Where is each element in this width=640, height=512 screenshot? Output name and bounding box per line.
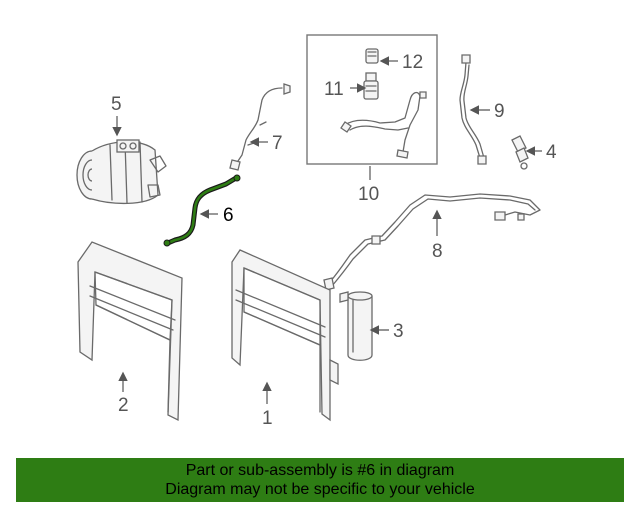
parts-diagram: 1 2 3 4 5 6 7 8 9 10 11 12 [76, 34, 557, 429]
condenser-1-part[interactable] [231, 249, 339, 422]
banner-line-2: Diagram may not be specific to your vehi… [165, 481, 475, 498]
callout-6: 6 [223, 205, 234, 226]
callout-7: 7 [272, 133, 283, 154]
ac-line-8-part[interactable] [323, 193, 541, 291]
valve-11-part[interactable] [363, 72, 379, 100]
condenser-frame-2-part[interactable] [77, 241, 183, 422]
info-banner: Part or sub-assembly is #6 in diagram Di… [16, 458, 624, 502]
callout-2: 2 [118, 395, 129, 416]
hose-assembly-10-part[interactable] [340, 91, 427, 159]
hose-7-part[interactable] [229, 83, 291, 171]
callout-12: 12 [402, 52, 423, 73]
pressure-switch-4-part[interactable] [511, 135, 529, 170]
hose-6-highlighted-part[interactable] [163, 174, 241, 247]
ac-compressor-part[interactable] [76, 139, 167, 205]
callout-5: 5 [111, 94, 122, 115]
callout-3: 3 [393, 321, 404, 342]
callout-8: 8 [432, 241, 443, 262]
banner-line-1: Part or sub-assembly is #6 in diagram [185, 462, 455, 479]
hose-9-part[interactable] [459, 54, 487, 165]
callout-1: 1 [262, 408, 273, 429]
sensor-12-part[interactable] [365, 48, 379, 64]
receiver-drier-3-part[interactable] [339, 291, 373, 361]
callout-10: 10 [358, 184, 379, 205]
callout-4: 4 [546, 142, 557, 163]
callout-9: 9 [494, 101, 505, 122]
callout-11: 11 [324, 79, 344, 100]
sub-assembly-box [306, 34, 438, 165]
